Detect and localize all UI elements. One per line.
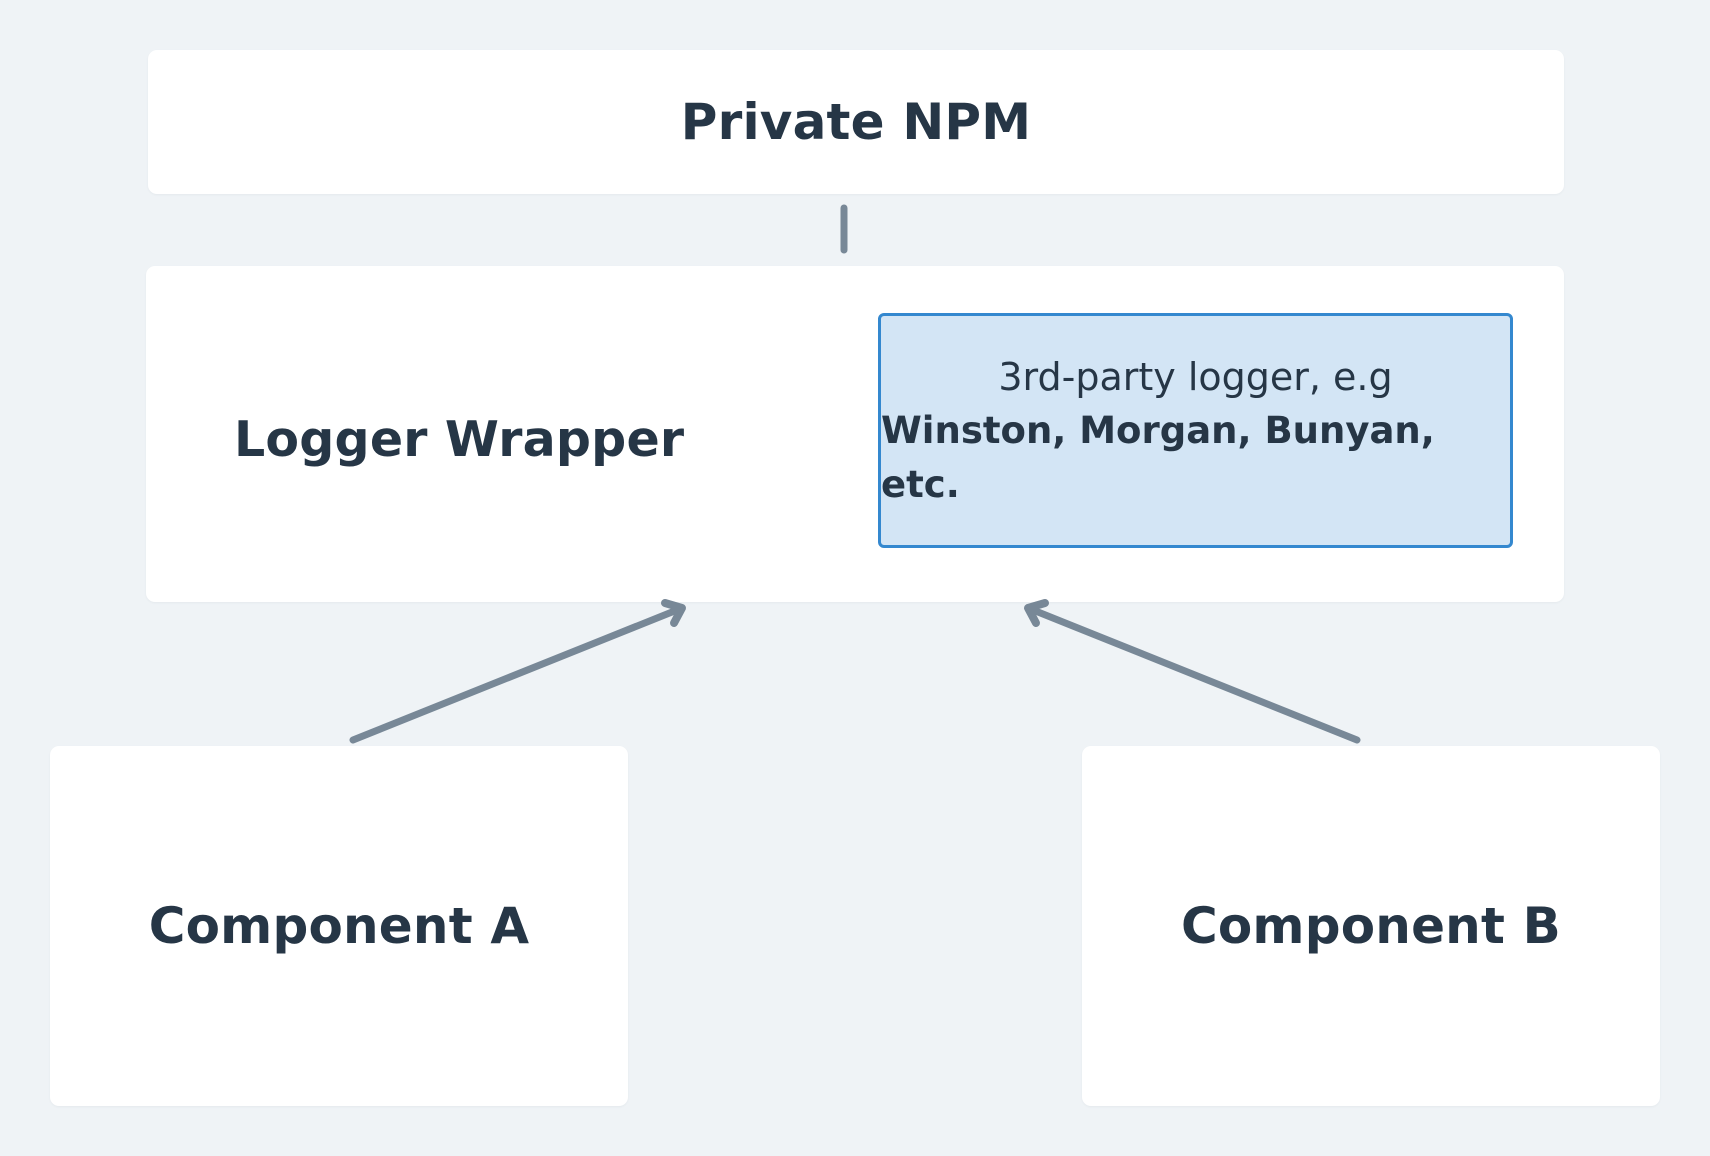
component-a-to-wrapper-arrow bbox=[349, 599, 686, 744]
component-a-node: Component A bbox=[50, 746, 628, 1106]
logger-wrapper-node: Logger Wrapper 3rd-party logger, e.g Win… bbox=[146, 266, 1564, 602]
private-npm-node: Private NPM bbox=[148, 50, 1564, 194]
private-npm-label: Private NPM bbox=[680, 93, 1032, 151]
third-party-logger-examples: Winston, Morgan, Bunyan, etc. bbox=[881, 408, 1435, 506]
component-b-to-wrapper-arrow bbox=[1024, 599, 1361, 744]
third-party-logger-caption: 3rd-party logger, e.g bbox=[998, 354, 1393, 399]
logger-wrapper-label: Logger Wrapper bbox=[234, 411, 685, 468]
component-b-node: Component B bbox=[1082, 746, 1660, 1106]
component-b-label: Component B bbox=[1180, 897, 1561, 955]
third-party-logger-node: 3rd-party logger, e.g Winston, Morgan, B… bbox=[878, 313, 1513, 548]
component-a-label: Component A bbox=[148, 897, 530, 955]
